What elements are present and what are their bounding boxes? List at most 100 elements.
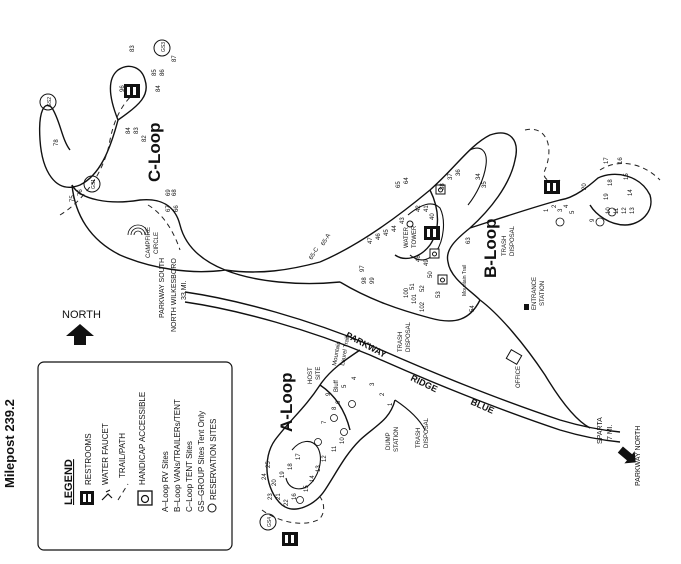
site-number: 67 bbox=[166, 205, 172, 212]
site-number: 17 bbox=[296, 453, 302, 460]
dump-label: DUMP bbox=[386, 432, 392, 450]
entrance-label: ENTRANCE bbox=[532, 277, 538, 310]
site-number: 13 bbox=[316, 465, 322, 472]
reservation-icon bbox=[207, 503, 217, 513]
site-number: 41 bbox=[424, 205, 430, 212]
site-number: 23 bbox=[268, 493, 274, 500]
blue-label: BLUE bbox=[469, 397, 495, 416]
site-number: 8 bbox=[332, 406, 338, 410]
host-label: HOST bbox=[308, 367, 314, 384]
site-number: 13 bbox=[630, 207, 636, 214]
site-number: 52 bbox=[420, 285, 426, 292]
ridge-label: RIDGE bbox=[409, 373, 439, 394]
site-number: 22 bbox=[284, 499, 290, 506]
site-number: 97 bbox=[360, 265, 366, 272]
handicap-icon bbox=[137, 490, 153, 506]
site-number: 100 bbox=[404, 287, 410, 298]
site-number: 68 bbox=[172, 189, 178, 196]
office-icon bbox=[505, 348, 523, 366]
site-number: 102 bbox=[420, 301, 426, 312]
site-number: 20 bbox=[272, 479, 278, 486]
site-number: 65-C bbox=[309, 246, 321, 261]
site-number: 11 bbox=[614, 207, 620, 214]
site-number: 5 bbox=[342, 384, 348, 388]
restroom-icon-a bbox=[282, 532, 298, 546]
site-number: 96 bbox=[120, 85, 126, 92]
site-number: 42 bbox=[416, 205, 422, 212]
site-number: GS4 bbox=[267, 517, 273, 527]
site-number: 19 bbox=[604, 193, 610, 200]
c-loop-label: C-Loop bbox=[145, 123, 164, 182]
restroom-icon-c bbox=[124, 84, 140, 98]
site-number: 37 bbox=[448, 173, 454, 180]
site-number: 64 bbox=[404, 177, 410, 184]
north-wilkesboro-label: NORTH WILKESBORO bbox=[171, 258, 178, 332]
site-number: 9 bbox=[326, 392, 332, 396]
site-number: 15 bbox=[624, 173, 630, 180]
site-number: 6 bbox=[336, 400, 342, 404]
site-number: 44 bbox=[392, 225, 398, 232]
site-number: 18 bbox=[288, 463, 294, 470]
a-loop-inner bbox=[285, 440, 321, 490]
trash-label-b: TRASH bbox=[398, 332, 404, 352]
north-arrow-icon bbox=[66, 324, 94, 345]
tower-label: TOWER bbox=[412, 225, 418, 248]
mountain-trail-label: Mountain Trail bbox=[462, 265, 468, 296]
office-label: OFFICE bbox=[516, 366, 522, 388]
site-number: 2 bbox=[380, 392, 386, 396]
a-loop-label: A-Loop bbox=[277, 373, 296, 432]
restroom-icon bbox=[80, 491, 94, 505]
site-number: 18 bbox=[608, 179, 614, 186]
site-number: 35 bbox=[482, 181, 488, 188]
site-number: 53 bbox=[436, 291, 442, 298]
amphitheater-icon bbox=[127, 224, 149, 236]
site-number: 4 bbox=[352, 376, 358, 380]
legend-title: LEGEND bbox=[63, 459, 75, 505]
trash-label-a: TRASH bbox=[416, 428, 422, 448]
site-number: 17 bbox=[604, 157, 610, 164]
legend-b-loop: B–Loop VANs/TRAILERs/TENT bbox=[173, 399, 182, 512]
b-loop-trail bbox=[524, 128, 561, 183]
site-number: 51 bbox=[410, 283, 416, 290]
wilkesboro-distance: 33 MI. bbox=[181, 280, 188, 300]
a-loop-road bbox=[266, 349, 396, 510]
site-numbers-b: 65 64 65-A 65-C 42 43 41 44 45 46 47 40 … bbox=[309, 169, 488, 312]
disposal-label-b: DISPOSAL bbox=[406, 321, 412, 352]
site-number: 87 bbox=[172, 55, 178, 62]
site-number: 15 bbox=[304, 485, 310, 492]
site-number: 85 bbox=[152, 69, 158, 76]
site-number: 43 bbox=[400, 217, 406, 224]
b-loop-road bbox=[319, 132, 517, 322]
c-loop-road bbox=[38, 65, 226, 273]
north-label: NORTH bbox=[62, 309, 101, 321]
site-number: 25 bbox=[266, 461, 272, 468]
site-number: 3 bbox=[370, 382, 376, 386]
site-number: 1 bbox=[544, 208, 550, 212]
legend-gs-group: GS–GROUP Sites Tent Only bbox=[197, 411, 206, 512]
c-loop-trail bbox=[59, 89, 139, 216]
parkway-north-arrow-icon bbox=[617, 446, 636, 464]
site-number: 12 bbox=[622, 207, 628, 214]
handicap-icon-b1 bbox=[429, 248, 440, 259]
disposal-label-a: DISPOSAL bbox=[424, 417, 430, 448]
b-loop-label: B-Loop bbox=[481, 219, 500, 278]
gs3-circle bbox=[153, 39, 171, 57]
site-number: 4 bbox=[564, 204, 570, 208]
entrance-road bbox=[479, 299, 591, 429]
legend-reservation: RESERVATION SITES bbox=[209, 419, 218, 500]
site-number: 14 bbox=[310, 475, 316, 482]
site-number: 63 bbox=[466, 237, 472, 244]
site-number: 1 bbox=[388, 402, 394, 406]
station-label: STATION bbox=[540, 281, 546, 306]
parkway-south-label: PARKWAY SOUTH bbox=[159, 258, 166, 318]
site-markers bbox=[296, 207, 617, 504]
site-number: 10 bbox=[606, 207, 612, 214]
water-faucet-icon bbox=[101, 489, 113, 501]
legend-water-faucet: WATER FAUCET bbox=[101, 423, 110, 485]
site-number: 83 bbox=[134, 127, 140, 134]
site-number: 36 bbox=[456, 169, 462, 176]
site-number: 66 bbox=[174, 205, 180, 212]
site-number: GS3 bbox=[161, 42, 167, 52]
site-number: 10 bbox=[340, 437, 346, 444]
